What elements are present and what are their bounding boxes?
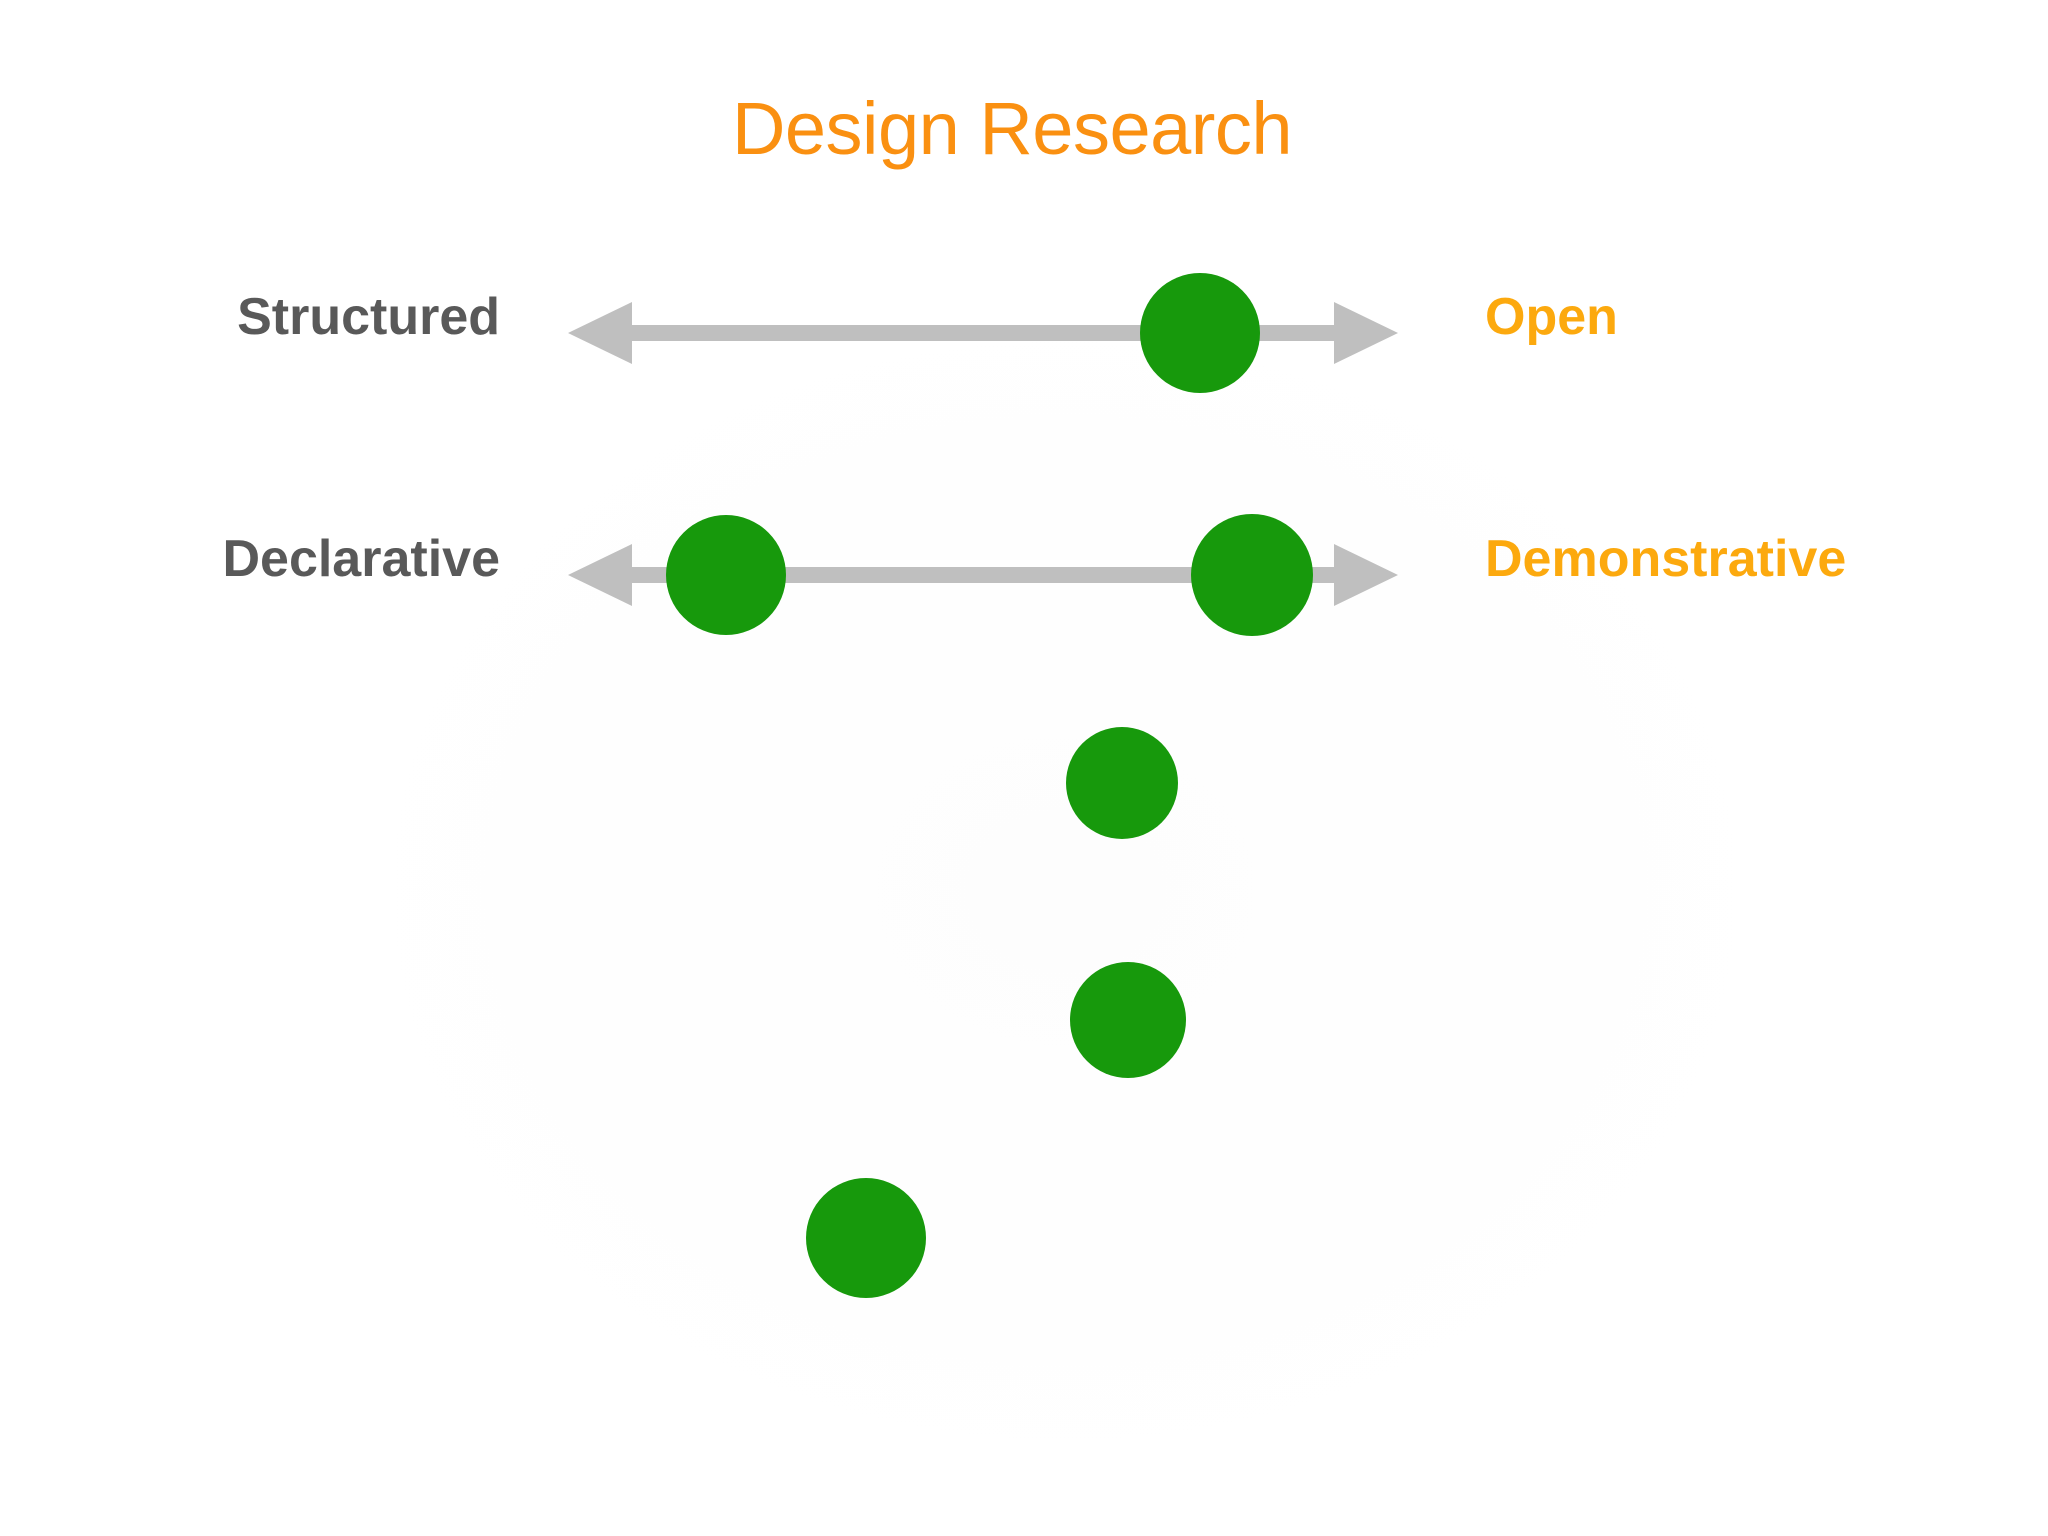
scale-marker-4[interactable] — [1070, 962, 1186, 1078]
double-arrow-icon-row2 — [568, 544, 1398, 606]
double-arrow-icon-row1 — [568, 302, 1398, 364]
scale-right-label-open: Open — [1485, 288, 1618, 346]
scale-marker-declarative-demonstrative-1[interactable] — [666, 515, 786, 635]
scale-marker-structured-open-1[interactable] — [1140, 273, 1260, 393]
scale-left-label-structured: Structured — [237, 288, 500, 346]
scale-left-label-declarative: Declarative — [222, 530, 500, 588]
page-title: Design Research — [0, 92, 2048, 166]
scale-marker-5[interactable] — [806, 1178, 926, 1298]
page-title-text: Design Research — [731, 87, 1293, 170]
scale-right-label-demonstrative: Demonstrative — [1485, 530, 1847, 588]
scale-marker-3[interactable] — [1066, 727, 1178, 839]
scale-marker-declarative-demonstrative-2[interactable] — [1191, 514, 1313, 636]
